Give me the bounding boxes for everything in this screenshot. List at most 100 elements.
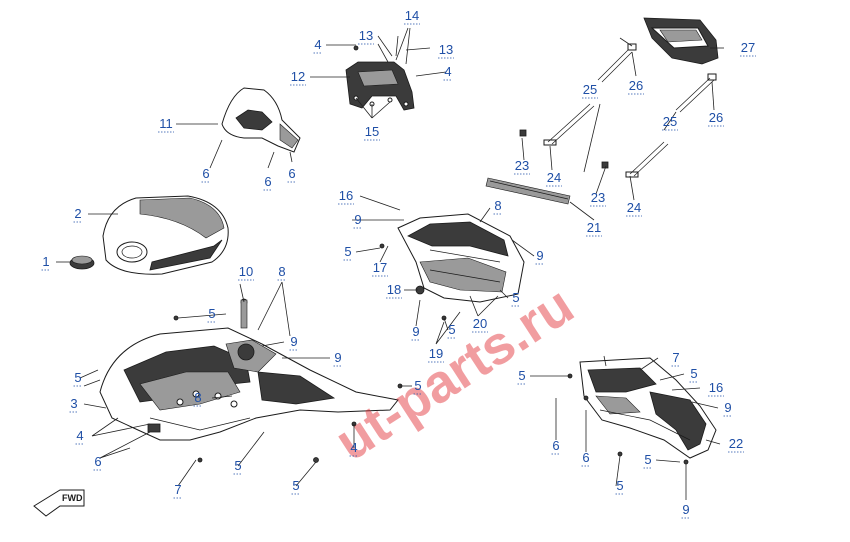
callout-number[interactable]: 19 [429, 346, 443, 361]
callout-number[interactable]: 9 [536, 248, 543, 263]
callout-number[interactable]: 26 [629, 78, 643, 93]
callout-c9b[interactable]: 9 [333, 350, 343, 367]
callout-number[interactable]: 10 [239, 264, 253, 279]
callout-c15[interactable]: 15 [364, 124, 380, 141]
callout-number[interactable]: 5 [344, 244, 351, 259]
callout-number[interactable]: 5 [644, 452, 651, 467]
callout-c9a[interactable]: 9 [289, 334, 299, 351]
callout-number[interactable]: 5 [292, 478, 299, 493]
callout-number[interactable]: 5 [616, 478, 623, 493]
callout-number[interactable]: 5 [74, 370, 81, 385]
callout-number[interactable]: 13 [359, 28, 373, 43]
callout-c6e[interactable]: 6 [551, 438, 561, 455]
callout-c14[interactable]: 14 [404, 8, 420, 25]
callout-number[interactable]: 6 [94, 454, 101, 469]
callout-number[interactable]: 22 [729, 436, 743, 451]
callout-number[interactable]: 4 [76, 428, 83, 443]
callout-c26a[interactable]: 26 [628, 78, 644, 95]
callout-number[interactable]: 20 [473, 316, 487, 331]
callout-number[interactable]: 7 [672, 350, 679, 365]
callout-c1[interactable]: 1 [41, 254, 51, 271]
callout-c12[interactable]: 12 [290, 69, 306, 86]
callout-c5l[interactable]: 5 [615, 478, 625, 495]
callout-c16b[interactable]: 16 [708, 380, 724, 397]
callout-c9c[interactable]: 9 [353, 212, 363, 229]
callout-number[interactable]: 2 [74, 206, 81, 221]
callout-c5g[interactable]: 5 [511, 290, 521, 307]
callout-number[interactable]: 5 [208, 306, 215, 321]
callout-c6c[interactable]: 6 [287, 166, 297, 183]
callout-c5d[interactable]: 5 [233, 458, 243, 475]
callout-c5k[interactable]: 5 [643, 452, 653, 469]
callout-number[interactable]: 9 [354, 212, 361, 227]
callout-number[interactable]: 15 [365, 124, 379, 139]
callout-number[interactable]: 9 [290, 334, 297, 349]
callout-c7a[interactable]: 7 [173, 482, 183, 499]
callout-number[interactable]: 5 [512, 290, 519, 305]
callout-number[interactable]: 8 [194, 390, 201, 405]
callout-c5h[interactable]: 5 [447, 322, 457, 339]
callout-c5j[interactable]: 5 [689, 366, 699, 383]
callout-number[interactable]: 4 [350, 440, 357, 455]
callout-c24b[interactable]: 24 [626, 200, 642, 217]
callout-number[interactable]: 23 [591, 190, 605, 205]
callout-number[interactable]: 7 [174, 482, 181, 497]
callout-number[interactable]: 25 [583, 82, 597, 97]
callout-c25a[interactable]: 25 [582, 82, 598, 99]
callout-c18[interactable]: 18 [386, 282, 402, 299]
callout-c4b[interactable]: 4 [443, 64, 453, 81]
callout-number[interactable]: 11 [159, 116, 173, 131]
callout-c11[interactable]: 11 [158, 116, 174, 133]
callout-c8c[interactable]: 8 [193, 390, 203, 407]
callout-number[interactable]: 6 [202, 166, 209, 181]
callout-number[interactable]: 3 [70, 396, 77, 411]
callout-c21[interactable]: 21 [586, 220, 602, 237]
callout-c7b[interactable]: 7 [671, 350, 681, 367]
callout-number[interactable]: 9 [334, 350, 341, 365]
callout-c5e[interactable]: 5 [291, 478, 301, 495]
callout-number[interactable]: 26 [709, 110, 723, 125]
callout-number[interactable]: 24 [627, 200, 641, 215]
callout-number[interactable]: 17 [373, 260, 387, 275]
callout-number[interactable]: 5 [690, 366, 697, 381]
callout-c24a[interactable]: 24 [546, 170, 562, 187]
callout-c19[interactable]: 19 [428, 346, 444, 363]
callout-number[interactable]: 6 [264, 174, 271, 189]
callout-number[interactable]: 16 [709, 380, 723, 395]
callout-number[interactable]: 16 [339, 188, 353, 203]
callout-number[interactable]: 6 [582, 450, 589, 465]
callout-number[interactable]: 14 [405, 8, 419, 23]
callout-c5b[interactable]: 5 [73, 370, 83, 387]
callout-c3[interactable]: 3 [69, 396, 79, 413]
callout-c8b[interactable]: 8 [493, 198, 503, 215]
callout-c27[interactable]: 27 [740, 40, 756, 57]
callout-number[interactable]: 6 [288, 166, 295, 181]
callout-c17[interactable]: 17 [372, 260, 388, 277]
callout-c6a[interactable]: 6 [201, 166, 211, 183]
callout-c16a[interactable]: 16 [338, 188, 354, 205]
callout-c26b[interactable]: 26 [708, 110, 724, 127]
callout-number[interactable]: 13 [439, 42, 453, 57]
callout-c8a[interactable]: 8 [277, 264, 287, 281]
callout-c13b[interactable]: 13 [438, 42, 454, 59]
callout-c22[interactable]: 22 [728, 436, 744, 453]
callout-c4a[interactable]: 4 [313, 37, 323, 54]
callout-number[interactable]: 21 [587, 220, 601, 235]
callout-c9f[interactable]: 9 [723, 400, 733, 417]
callout-number[interactable]: 9 [724, 400, 731, 415]
callout-number[interactable]: 8 [494, 198, 501, 213]
callout-number[interactable]: 5 [234, 458, 241, 473]
callout-c6f[interactable]: 6 [581, 450, 591, 467]
callout-number[interactable]: 9 [412, 324, 419, 339]
callout-c9e[interactable]: 9 [411, 324, 421, 341]
callout-number[interactable]: 25 [663, 114, 677, 129]
callout-number[interactable]: 4 [314, 37, 321, 52]
callout-c9d[interactable]: 9 [535, 248, 545, 265]
callout-c5c[interactable]: 5 [413, 378, 423, 395]
callout-number[interactable]: 18 [387, 282, 401, 297]
callout-c6d[interactable]: 6 [93, 454, 103, 471]
callout-number[interactable]: 6 [552, 438, 559, 453]
callout-number[interactable]: 1 [42, 254, 49, 269]
callout-c25b[interactable]: 25 [662, 114, 678, 131]
callout-number[interactable]: 24 [547, 170, 561, 185]
